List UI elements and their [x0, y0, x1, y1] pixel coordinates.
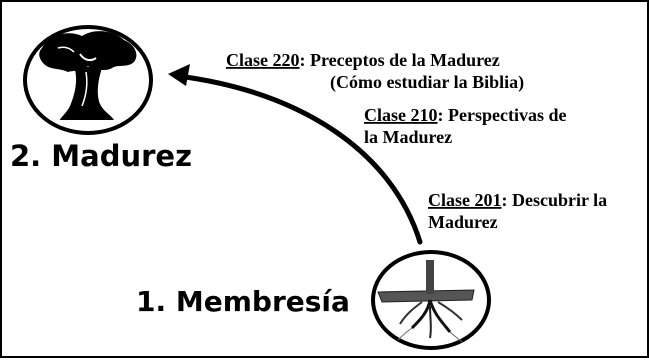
- class-201-title-line2: Madurez: [428, 212, 498, 232]
- stage-label-membership: 1. Membresía: [136, 285, 350, 318]
- growth-path-arrow: [168, 64, 423, 245]
- class-220-annotation: Clase 220: Preceptos de la Madurez (Cómo…: [226, 50, 524, 93]
- svg-text:Clase 220: Preceptos de la Mad: Clase 220: Preceptos de la Madurez: [226, 50, 500, 70]
- class-220-code: Clase 220: [226, 50, 300, 70]
- class-210-title-line2: la Madurez: [364, 127, 452, 147]
- class-201-code: Clase 201: [428, 190, 502, 210]
- class-210-title-line1: : Perspectivas de: [438, 105, 567, 125]
- svg-text:Clase 201: Descubrir la: Clase 201: Descubrir la: [428, 190, 607, 210]
- svg-text:Clase 210: Perspectivas de: Clase 210: Perspectivas de: [364, 105, 566, 125]
- class-220-title-line1: : Preceptos de la Madurez: [300, 50, 500, 70]
- stage-label-maturity: 2. Madurez: [10, 139, 192, 173]
- maturity-node: [23, 25, 153, 135]
- class-201-title-line1: : Descubrir la: [502, 190, 608, 210]
- root-icon: [377, 260, 475, 343]
- arrow-head: [168, 64, 190, 86]
- class-210-annotation: Clase 210: Perspectivas de la Madurez: [364, 105, 566, 147]
- class-210-code: Clase 210: [364, 105, 438, 125]
- tree-icon: [39, 31, 137, 120]
- membership-node: [371, 250, 491, 350]
- class-201-annotation: Clase 201: Descubrir la Madurez: [428, 190, 607, 232]
- maturity-path-diagram: 2. Madurez 1. Membresía Clase 220: Prece…: [10, 25, 607, 350]
- class-220-title-line2: (Cómo estudiar la Biblia): [330, 72, 524, 93]
- growth-curve: [175, 73, 423, 245]
